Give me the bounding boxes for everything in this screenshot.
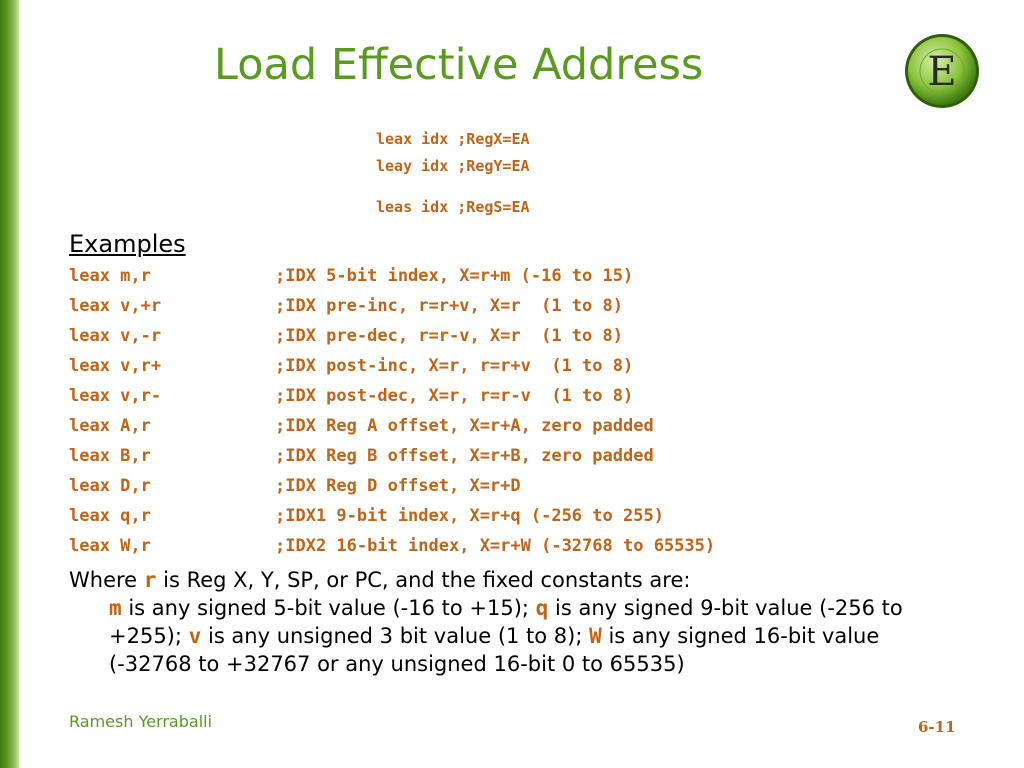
header-line-1: leax idx ;RegX=EA xyxy=(376,130,530,148)
footer-page-number: 6-11 xyxy=(918,718,956,736)
slide-title: Load Effective Address xyxy=(214,40,704,90)
header-line-3: leas idx ;RegS=EA xyxy=(376,198,530,216)
logo-letter: E xyxy=(927,49,956,95)
e-logo-icon: E xyxy=(905,34,979,108)
green-sidebar-bar xyxy=(0,0,19,768)
footer-author: Ramesh Yerraballi xyxy=(69,712,213,731)
examples-heading: Examples xyxy=(69,230,186,258)
where-paragraph: Where r is Reg X, Y, SP, or PC, and the … xyxy=(69,568,903,676)
header-line-2: leay idx ;RegY=EA xyxy=(376,157,530,175)
